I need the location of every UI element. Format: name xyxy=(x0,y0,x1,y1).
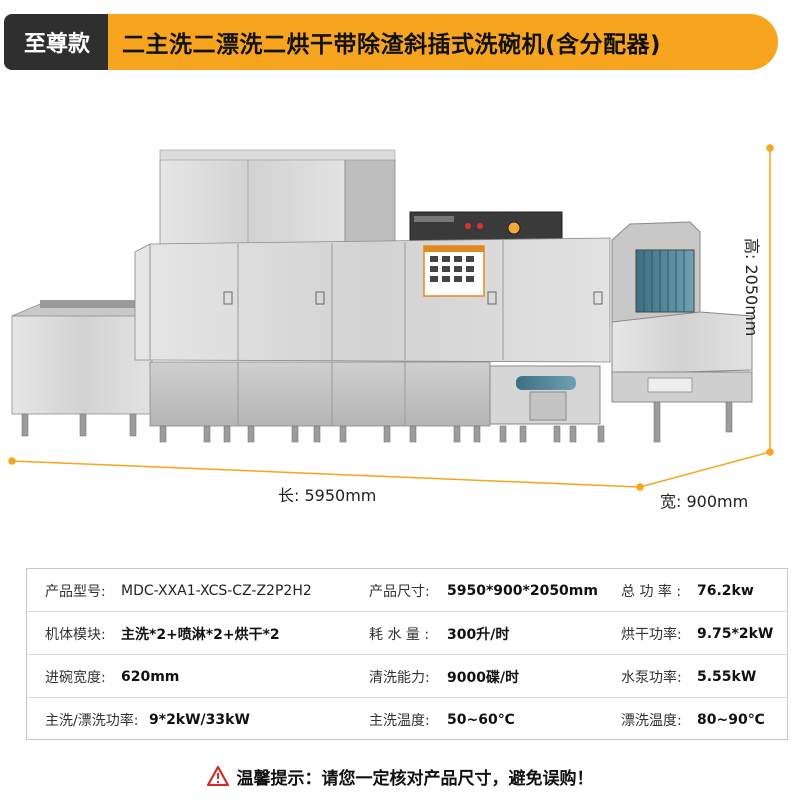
spec-row: 主洗/漂洗功率: 9*2kW/33kW 主洗温度: 50~60℃ 漂洗温度: 8… xyxy=(27,698,787,741)
machine-legs xyxy=(21,401,733,443)
spec-value: 主洗*2+喷淋*2+烘干*2 xyxy=(121,626,280,643)
spec-value: 9.75*2kW xyxy=(697,625,774,642)
length-label: 长: 5950mm xyxy=(278,486,377,505)
spec-value: 5950*900*2050mm xyxy=(447,582,598,599)
spec-label: 主洗/漂洗功率: xyxy=(45,712,139,729)
spec-label: 进碗宽度: xyxy=(45,669,106,686)
spec-label: 耗 水 量 : xyxy=(369,626,430,643)
spec-table: 产品型号: MDC-XXA1-XCS-CZ-Z2P2H2 产品尺寸: 5950*… xyxy=(26,568,788,740)
spec-value: 50~60℃ xyxy=(447,711,515,728)
spec-value: 5.55kW xyxy=(697,668,757,685)
product-title: 二主洗二漂洗二烘干带除渣斜插式洗碗机(含分配器) xyxy=(108,14,778,70)
spec-label: 清洗能力: xyxy=(369,669,430,686)
spec-value: 9000碟/时 xyxy=(447,669,520,686)
warning-text: 温馨提示：请您一定核对产品尺寸，避免误购！ xyxy=(236,768,594,789)
dishwasher-illustration xyxy=(8,144,774,491)
warning-notice: 温馨提示：请您一定核对产品尺寸，避免误购！ xyxy=(0,752,800,800)
lower-cabinet xyxy=(149,361,601,427)
spec-row: 进碗宽度: 620mm 清洗能力: 9000碟/时 水泵功率: 5.55kW xyxy=(27,655,787,698)
spec-label: 主洗温度: xyxy=(369,712,430,729)
width-label: 宽: 900mm xyxy=(660,492,749,511)
spec-label: 产品尺寸: xyxy=(369,583,430,600)
spec-row: 机体模块: 主洗*2+喷淋*2+烘干*2 耗 水 量 : 300升/时 烘干功率… xyxy=(27,612,787,655)
control-unit xyxy=(409,211,563,243)
upper-hood xyxy=(159,149,396,245)
spec-label: 总 功 率 : xyxy=(621,583,682,600)
entry-conveyor xyxy=(11,300,153,415)
spec-value: 76.2kw xyxy=(697,582,754,599)
exit-section xyxy=(611,221,753,403)
model-badge: 至尊款 xyxy=(4,14,110,70)
spec-label: 烘干功率: xyxy=(621,626,682,643)
spec-label: 产品型号: xyxy=(45,583,106,600)
spec-value: 9*2kW/33kW xyxy=(149,711,250,728)
main-body xyxy=(134,237,611,363)
spec-value: 80~90℃ xyxy=(697,711,765,728)
spec-value: 300升/时 xyxy=(447,626,510,643)
height-label: 高: 2050mm xyxy=(742,238,761,337)
spec-label: 漂洗温度: xyxy=(621,712,682,729)
spec-value: 620mm xyxy=(121,668,180,685)
spec-value: MDC-XXA1-XCS-CZ-Z2P2H2 xyxy=(121,582,312,599)
header-bar: 至尊款 二主洗二漂洗二烘干带除渣斜插式洗碗机(含分配器) xyxy=(4,14,796,70)
spec-row: 产品型号: MDC-XXA1-XCS-CZ-Z2P2H2 产品尺寸: 5950*… xyxy=(27,569,787,612)
spec-label: 水泵功率: xyxy=(621,669,682,686)
warning-icon xyxy=(206,766,229,786)
dimension-lines xyxy=(8,144,774,491)
spec-label: 机体模块: xyxy=(45,626,106,643)
